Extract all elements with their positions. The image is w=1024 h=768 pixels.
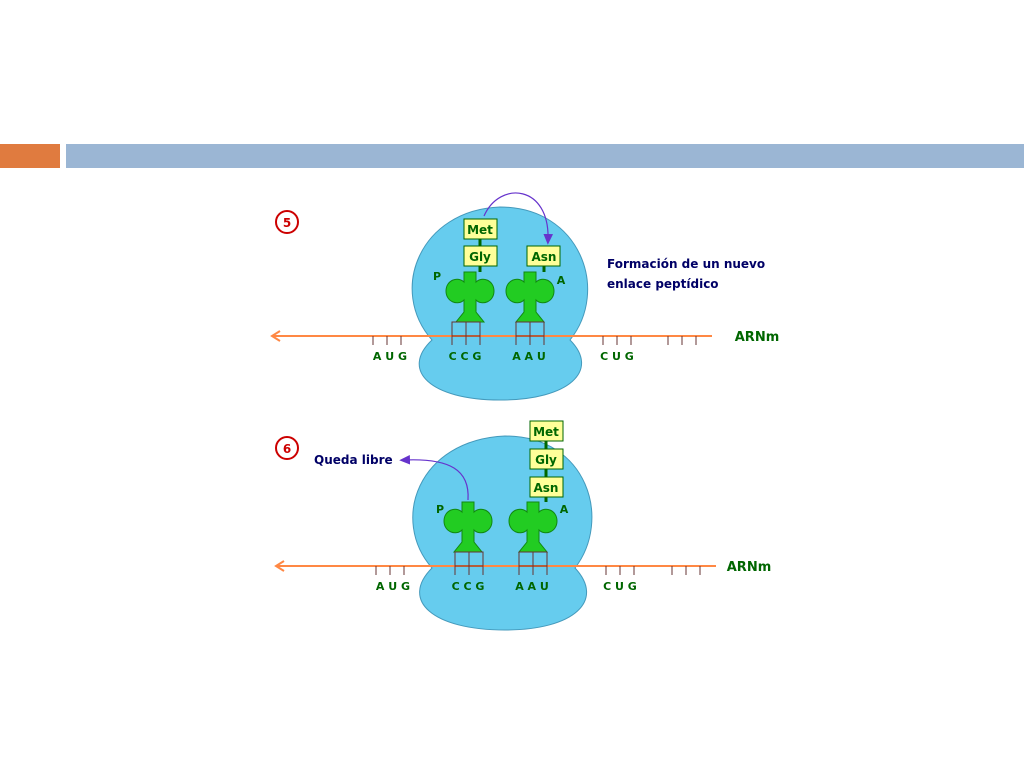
codon-5-3: A A U <box>512 350 546 363</box>
codon-6-3: A A U <box>515 580 549 593</box>
site-a-6: A <box>560 503 569 516</box>
step-6-circle <box>275 436 299 460</box>
aa-gly-6: Gly <box>535 453 557 467</box>
aa-asn-6: Asn <box>534 481 559 495</box>
codon-6-4: C U G <box>603 580 637 593</box>
trna-a-5 <box>505 271 555 337</box>
caption-line1: Formación de un nuevo <box>607 257 765 271</box>
codon-5-2: C C G <box>449 350 482 363</box>
aa-asn-5: Asn <box>532 250 557 264</box>
mrna-label-5: ARNm <box>735 330 780 345</box>
release-label: Queda libre <box>314 453 393 467</box>
release-arrow <box>399 454 469 501</box>
ribosome-6 <box>412 435 593 631</box>
codon-6-2: C C G <box>452 580 485 593</box>
step-5-panel: 5 ARNm A U G C C G A A U C U G <box>270 192 780 401</box>
mrna-label-6: ARNm <box>727 560 772 575</box>
step-6-number: 6 <box>283 442 291 456</box>
codon-ticks-6 <box>375 566 701 575</box>
step-6-panel: 6 ARNm A U G C C G A A U C U G <box>274 420 772 631</box>
ribosome-5 <box>411 206 589 401</box>
site-a-5: A <box>557 274 566 287</box>
trna-p-6 <box>443 501 493 567</box>
site-p-5: P <box>433 270 441 283</box>
trna-p-5 <box>445 271 495 337</box>
step-5-number: 5 <box>283 216 291 230</box>
peptide-transfer-arrow <box>483 192 554 245</box>
codon-5-4: C U G <box>600 350 634 363</box>
step-5-circle <box>275 210 299 234</box>
aa-gly-5: Gly <box>469 250 491 264</box>
codon-5-1: A U G <box>373 350 407 363</box>
codon-ticks-5 <box>372 336 697 345</box>
aa-met-6: Met <box>533 425 559 439</box>
mrna-arrowhead-6 <box>274 560 285 572</box>
mrna-arrowhead-5 <box>270 330 281 342</box>
slide-accent-bar <box>0 144 60 168</box>
aa-met-5: Met <box>467 223 493 237</box>
slide-header-bar <box>66 144 1024 168</box>
codon-6-1: A U G <box>376 580 410 593</box>
site-p-6: P <box>436 503 444 516</box>
trna-a-6 <box>508 501 558 567</box>
caption-line2: enlace peptídico <box>607 277 719 291</box>
